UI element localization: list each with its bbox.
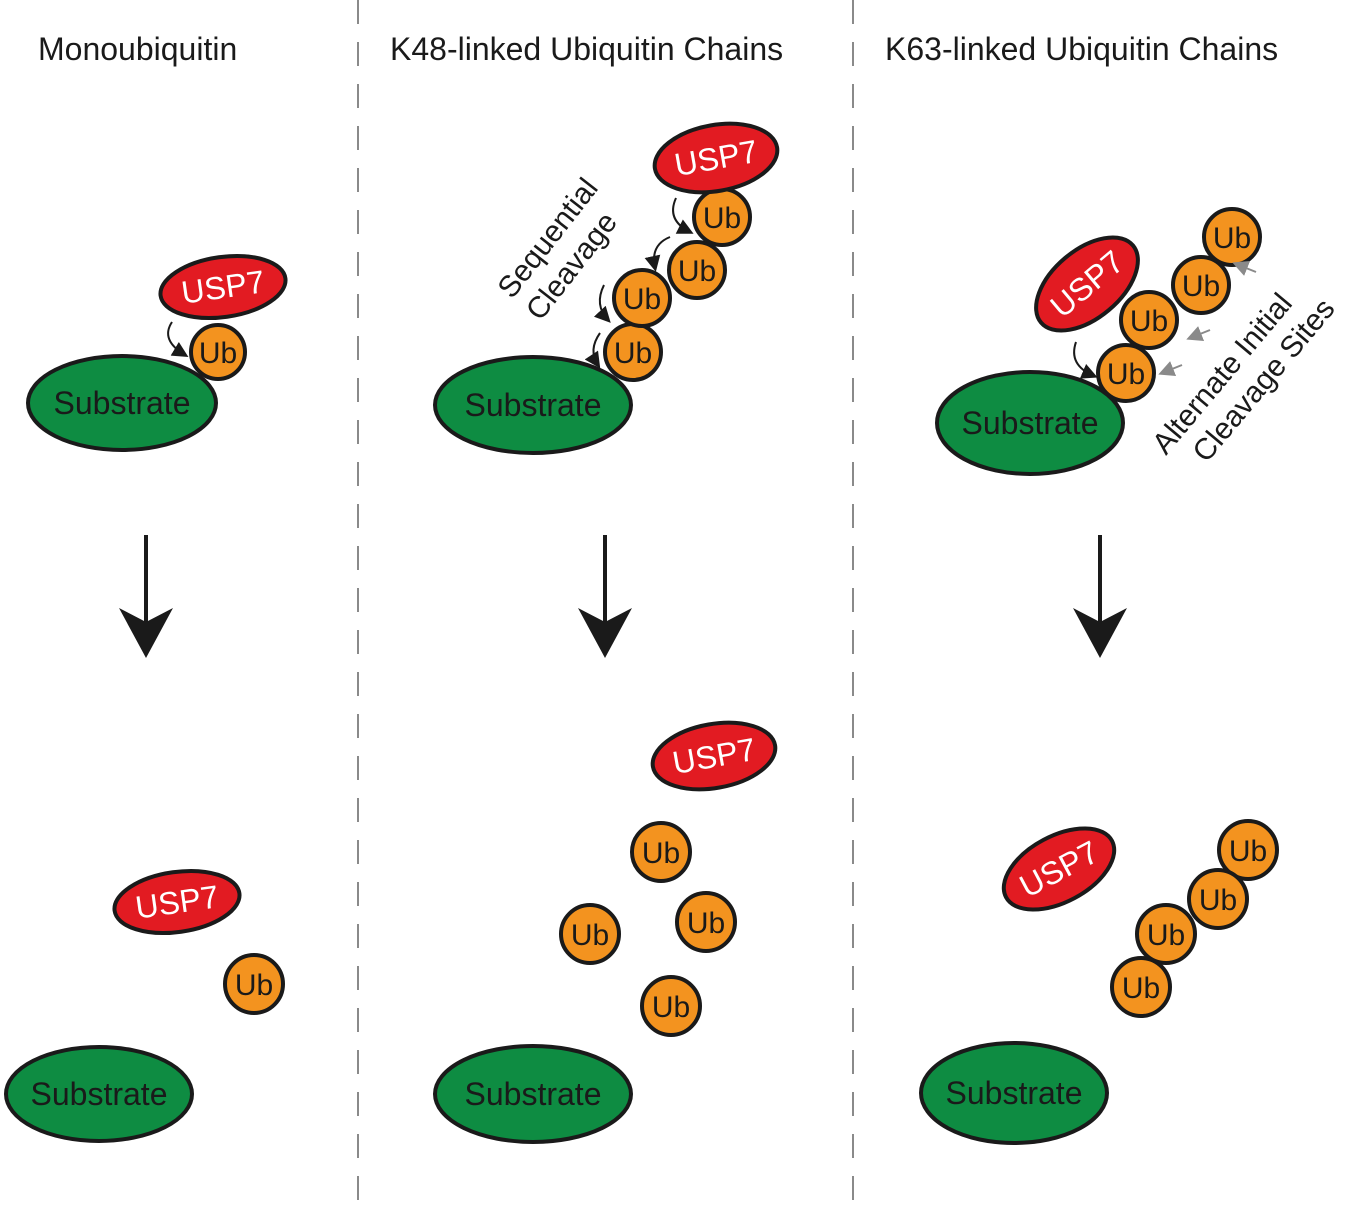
svg-text:Ub: Ub — [703, 202, 741, 235]
usp7-enzyme: USP7 — [1001, 826, 1117, 912]
cleavage-arrow — [1073, 341, 1098, 379]
svg-text:Substrate: Substrate — [465, 387, 602, 423]
svg-text:Substrate: Substrate — [31, 1076, 168, 1112]
substrate: Substrate — [4, 1045, 194, 1143]
alternate-cleavage-arrow — [1232, 261, 1257, 276]
alternate-cleavage-arrow — [1186, 326, 1211, 341]
panel-title-k48: K48-linked Ubiquitin Chains — [390, 31, 783, 67]
cleavage-arrow — [593, 284, 611, 323]
ubiquitin: Ub — [612, 268, 672, 328]
alternate-cleavage-arrow — [1158, 361, 1183, 376]
substrate: Substrate — [433, 1044, 633, 1144]
svg-text:Ub: Ub — [642, 837, 680, 870]
panel-title-k63: K63-linked Ubiquitin Chains — [885, 31, 1278, 67]
ubiquitin: Ub — [603, 322, 663, 382]
ubiquitin: Ub — [223, 953, 285, 1015]
ubiquitin: Ub — [1187, 868, 1249, 930]
ubiquitin: Ub — [667, 240, 727, 300]
ubiquitin: Ub — [675, 891, 737, 953]
svg-text:Substrate: Substrate — [54, 385, 191, 421]
ubiquitin: Ub — [640, 975, 702, 1037]
svg-text:Substrate: Substrate — [465, 1076, 602, 1112]
ubiquitin: Ub — [1110, 956, 1172, 1018]
svg-text:Ub: Ub — [1229, 835, 1267, 868]
panel-k48: Substrate Ub Ub Ub Ub USP7 Sequential Cl… — [433, 121, 780, 1144]
cleavage-arrow — [644, 236, 671, 272]
substrate: Substrate — [433, 355, 633, 455]
ubiquitin: Ub — [692, 187, 752, 247]
svg-text:Ub: Ub — [235, 969, 273, 1002]
svg-text:Ub: Ub — [1107, 358, 1145, 391]
ubiquitin: Ub — [630, 821, 692, 883]
panel-k63: Substrate USP7 Ub Ub Ub Ub Alternate Ini… — [919, 207, 1342, 1145]
usp7-enzyme: USP7 — [158, 254, 288, 320]
cleavage-arrow — [584, 332, 601, 369]
panel-title-monoubiquitin: Monoubiquitin — [38, 31, 237, 67]
svg-text:Ub: Ub — [1199, 884, 1237, 917]
usp7-enzyme: USP7 — [112, 869, 242, 935]
svg-text:Ub: Ub — [652, 991, 690, 1024]
cleavage-arrow — [672, 197, 694, 234]
annotation-alternate-cleavage-sites: Alternate Initial Cleavage Sites — [1146, 269, 1341, 483]
svg-text:Ub: Ub — [1182, 270, 1220, 303]
svg-text:Ub: Ub — [614, 337, 652, 370]
ubiquitin: Ub — [1119, 290, 1179, 350]
svg-text:Ub: Ub — [199, 337, 237, 370]
flow-arrow — [1073, 535, 1127, 658]
flow-arrow — [578, 535, 632, 658]
ubiquitin: Ub — [1135, 903, 1197, 965]
svg-text:Ub: Ub — [1122, 972, 1160, 1005]
ubiquitin: Ub — [1171, 255, 1231, 315]
ubiquitin: Ub — [559, 903, 621, 965]
ubiquitin: Ub — [1217, 819, 1279, 881]
svg-text:Ub: Ub — [1147, 919, 1185, 952]
ubiquitin: Ub — [1202, 207, 1262, 267]
ubiquitin: Ub — [189, 323, 247, 381]
svg-text:Substrate: Substrate — [946, 1075, 1083, 1111]
svg-text:Ub: Ub — [571, 919, 609, 952]
usp7-enzyme: USP7 — [650, 720, 778, 792]
cleavage-arrow — [167, 321, 189, 358]
flow-arrow — [119, 535, 173, 658]
svg-text:Ub: Ub — [1130, 305, 1168, 338]
svg-text:Ub: Ub — [1213, 222, 1251, 255]
usp7-enzyme: USP7 — [652, 121, 780, 195]
substrate: Substrate — [919, 1041, 1109, 1145]
svg-text:Ub: Ub — [678, 255, 716, 288]
substrate: Substrate — [935, 370, 1125, 476]
svg-text:Ub: Ub — [687, 907, 725, 940]
svg-text:Substrate: Substrate — [962, 405, 1099, 441]
substrate: Substrate — [26, 354, 218, 452]
panel-monoubiquitin: Substrate Ub USP7 USP7 Ub Substrate — [4, 254, 288, 1143]
ubiquitin: Ub — [1096, 343, 1156, 403]
svg-text:Ub: Ub — [623, 283, 661, 316]
